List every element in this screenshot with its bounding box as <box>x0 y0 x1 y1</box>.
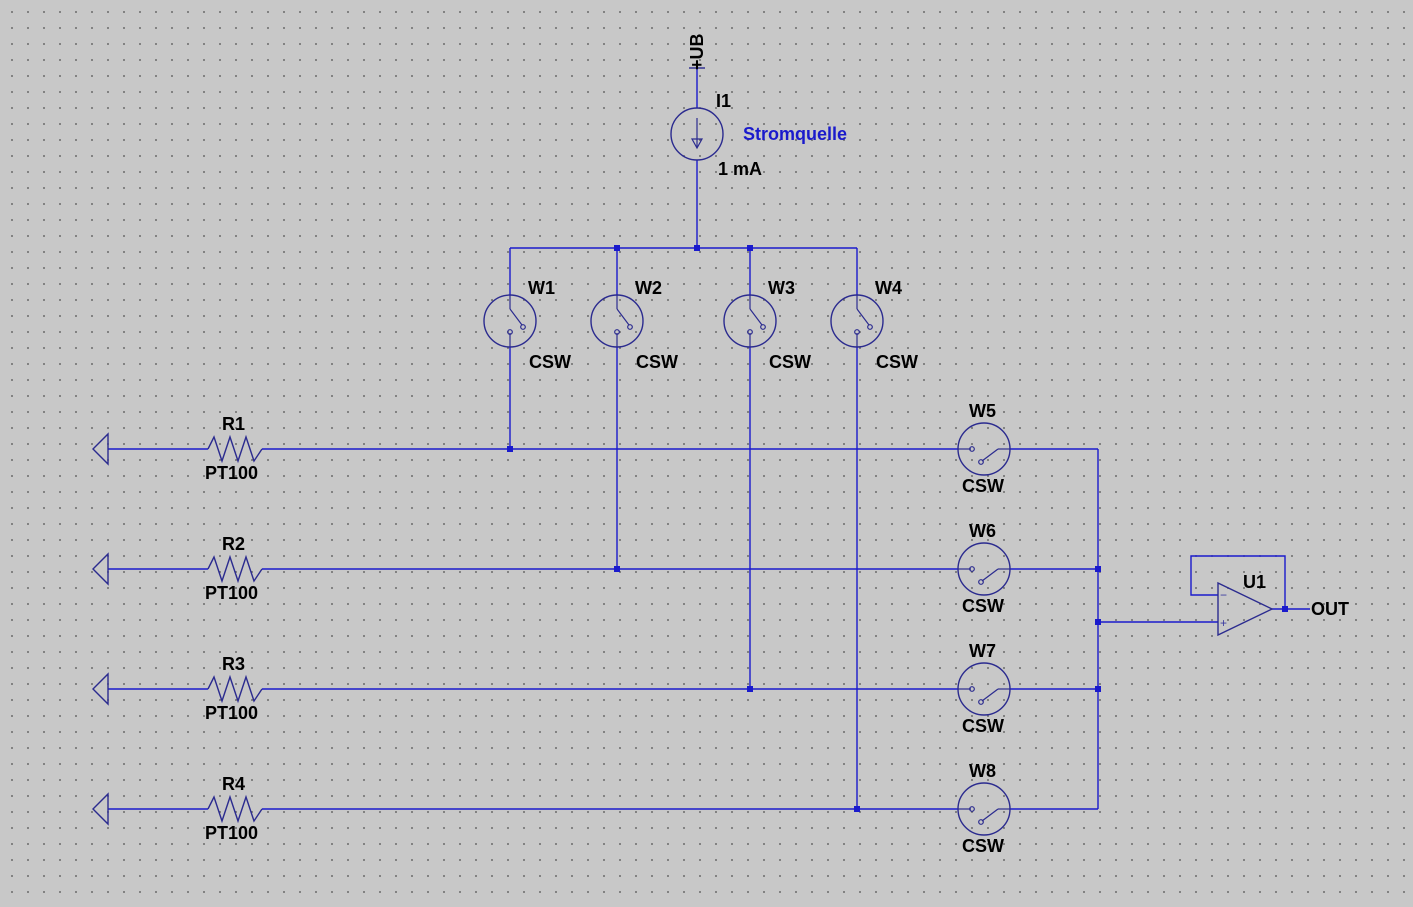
ground-icon <box>92 792 109 826</box>
switch-model: CSW <box>962 716 1004 736</box>
current-source-ref: I1 <box>716 91 731 111</box>
current-source-comment: Stromquelle <box>743 124 847 144</box>
junction-dot <box>507 446 513 452</box>
switch-contact-icon <box>958 686 1010 705</box>
switch-ref: W7 <box>969 641 996 661</box>
resistor-value: PT100 <box>205 823 258 843</box>
switch-model: CSW <box>529 352 571 372</box>
switch-ref: W8 <box>969 761 996 781</box>
junction-dot <box>1095 619 1101 625</box>
opamp-minus-label: − <box>1220 588 1227 602</box>
opamp-u1[interactable]: − + U1 OUT <box>1217 572 1349 637</box>
switch-ref: W1 <box>528 278 555 298</box>
wire-opamp-feedback[interactable] <box>1190 555 1286 609</box>
resistor-value: PT100 <box>205 463 258 483</box>
resistor-ref: R4 <box>222 774 245 794</box>
switch-contact-icon <box>614 295 633 347</box>
switch-contact-icon <box>854 295 873 347</box>
resistor-ref: R2 <box>222 534 245 554</box>
switch-model: CSW <box>769 352 811 372</box>
junction-dot <box>1282 606 1288 612</box>
switch-ref: W6 <box>969 521 996 541</box>
switch-model: CSW <box>876 352 918 372</box>
switch-model: CSW <box>636 352 678 372</box>
current-source-value: 1 mA <box>718 159 762 179</box>
switch-contact-icon <box>958 806 1010 825</box>
junction-dot <box>614 566 620 572</box>
current-source-arrow-icon <box>690 118 704 150</box>
resistor-zigzag-icon <box>207 434 263 464</box>
opamp-plus-label: + <box>1220 616 1227 630</box>
supply-flag[interactable]: +UB <box>687 33 707 70</box>
wires <box>108 68 1310 810</box>
junction-dot <box>854 806 860 812</box>
switch-contact-icon <box>747 295 766 347</box>
switch-model: CSW <box>962 476 1004 496</box>
resistor-value: PT100 <box>205 703 258 723</box>
junction-dot <box>614 245 620 251</box>
opamp-triangle-icon <box>1217 581 1274 637</box>
resistor-zigzag-icon <box>207 794 263 824</box>
resistor-zigzag-icon <box>207 674 263 704</box>
switch-ref: W2 <box>635 278 662 298</box>
switch-contact-icon <box>958 566 1010 585</box>
switch-ref: W3 <box>768 278 795 298</box>
junction-dot <box>1095 566 1101 572</box>
supply-net-label: +UB <box>687 33 707 70</box>
junction-dot <box>747 686 753 692</box>
resistor-ref: R3 <box>222 654 245 674</box>
switch-ref: W5 <box>969 401 996 421</box>
junction-dot <box>747 245 753 251</box>
current-source-circle-icon <box>670 107 724 161</box>
switch-contact-icon <box>507 295 526 347</box>
ground-icon <box>92 552 109 586</box>
junction-dot <box>694 245 700 251</box>
switch-contact-icon <box>958 446 1010 465</box>
switch-model: CSW <box>962 596 1004 616</box>
ground-icon <box>92 432 109 466</box>
opamp-ref: U1 <box>1243 572 1266 592</box>
resistor-value: PT100 <box>205 583 258 603</box>
switch-ref: W4 <box>875 278 902 298</box>
output-net-label: OUT <box>1311 599 1349 619</box>
current-source-i1[interactable]: I1 Stromquelle 1 mA <box>670 91 847 179</box>
ground-icon <box>92 672 109 706</box>
resistor-zigzag-icon <box>207 554 263 584</box>
resistor-ref: R1 <box>222 414 245 434</box>
junction-dot <box>1095 686 1101 692</box>
junctions <box>507 245 1288 812</box>
switch-model: CSW <box>962 836 1004 856</box>
